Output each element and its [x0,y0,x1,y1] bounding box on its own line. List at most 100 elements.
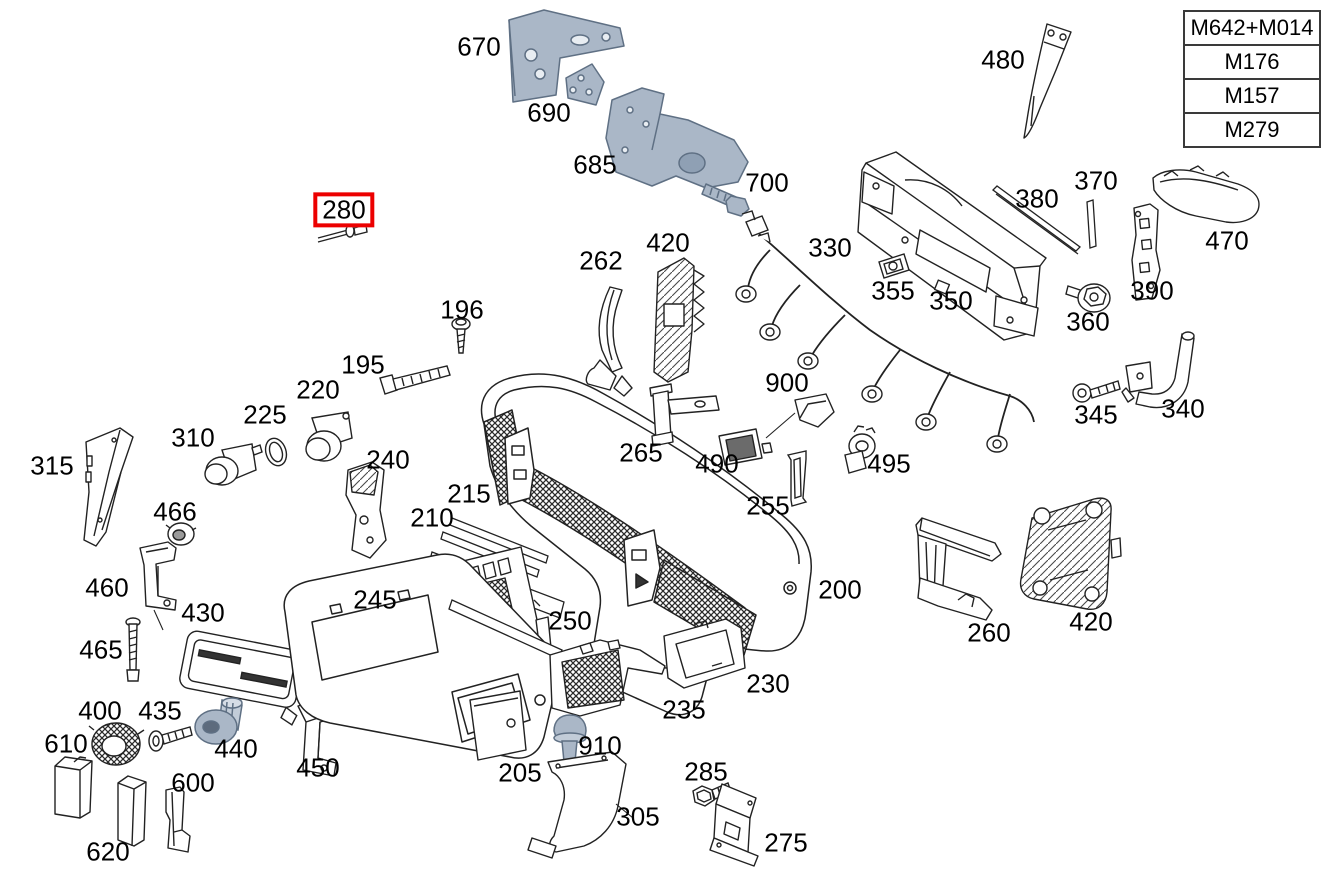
part-label-240[interactable]: 240 [366,444,410,475]
part-label-435[interactable]: 435 [138,695,182,726]
engine-code-M176: M176 [1185,44,1319,78]
part-label-245[interactable]: 245 [353,584,397,615]
part-305-drawing [527,751,634,859]
part-label-465[interactable]: 465 [79,634,123,665]
part-label-275[interactable]: 275 [764,827,808,858]
part-610-drawing [54,756,93,819]
part-label-235[interactable]: 235 [662,694,706,725]
part-255-drawing [786,450,808,507]
part-label-210[interactable]: 210 [410,502,454,533]
part-label-470[interactable]: 470 [1205,225,1249,256]
part-260-drawing [915,517,1002,621]
part-label-370[interactable]: 370 [1074,165,1118,196]
part-label-600[interactable]: 600 [171,767,215,798]
part-label-selected-280[interactable]: 280 [313,192,375,228]
part-label-225[interactable]: 225 [243,399,287,430]
part-235-drawing [549,639,666,717]
part-315-drawing [83,427,134,547]
part-label-360[interactable]: 360 [1066,306,1110,337]
part-330-drawing [735,210,1035,453]
part-label-230[interactable]: 230 [746,668,790,699]
part-380-drawing [992,185,1081,255]
part-label-350[interactable]: 350 [929,285,973,316]
part-420-right-drawing [1019,497,1122,611]
part-label-430[interactable]: 430 [181,597,225,628]
part-495-drawing [844,425,876,474]
part-390-drawing [1131,203,1161,301]
part-label-910[interactable]: 910 [578,730,622,761]
part-196-drawing [451,317,471,354]
part-label-340[interactable]: 340 [1161,393,1205,424]
part-label-220[interactable]: 220 [296,374,340,405]
part-label-196[interactable]: 196 [440,294,484,325]
part-label-305[interactable]: 305 [616,801,660,832]
part-label-330[interactable]: 330 [808,232,852,263]
part-440-drawing [194,697,243,745]
part-685-drawing [605,87,749,189]
part-205-drawing [469,690,527,761]
part-label-670[interactable]: 670 [457,31,501,62]
engine-code-M642+M014: M642+M014 [1190,15,1314,40]
part-355-drawing [878,253,910,279]
part-240-drawing [345,461,387,559]
part-label-466[interactable]: 466 [153,496,197,527]
part-label-200[interactable]: 200 [818,574,862,605]
part-label-420[interactable]: 420 [646,227,690,258]
part-340-drawing [1121,331,1195,409]
part-470-drawing [1152,165,1260,224]
part-label-495[interactable]: 495 [867,448,911,479]
part-262-drawing [585,286,633,397]
part-400-drawing [88,722,145,766]
part-label-260[interactable]: 260 [967,617,1011,648]
part-label-685[interactable]: 685 [573,149,617,180]
part-label-690[interactable]: 690 [527,97,571,128]
part-195-drawing [379,365,451,395]
part-label-355[interactable]: 355 [871,275,915,306]
part-670-drawing [508,9,625,103]
part-360-drawing [1065,283,1111,313]
part-600-drawing [165,786,191,853]
part-label-610[interactable]: 610 [44,728,88,759]
part-label-255[interactable]: 255 [746,490,790,521]
part-label-310[interactable]: 310 [171,422,215,453]
part-label-380[interactable]: 380 [1015,183,1059,214]
part-label-315[interactable]: 315 [30,450,74,481]
part-label-262[interactable]: 262 [579,245,623,276]
part-label-285[interactable]: 285 [684,756,728,787]
engine-code-M157: M157 [1185,78,1319,112]
part-435-drawing [148,726,193,752]
part-465-drawing [125,617,141,682]
part-700-drawing [701,183,750,217]
part-label-390[interactable]: 390 [1130,275,1174,306]
part-230-drawing [663,618,746,689]
part-label-215[interactable]: 215 [447,478,491,509]
part-label-400[interactable]: 400 [78,695,122,726]
part-label-620[interactable]: 620 [86,836,130,867]
part-label-440[interactable]: 440 [214,733,258,764]
part-480-drawing [1023,23,1072,139]
part-490-drawing [718,428,773,466]
part-620-drawing [117,775,147,847]
part-label-250[interactable]: 250 [548,605,592,636]
part-label-490[interactable]: 490 [695,448,739,479]
engine-code-M279: M279 [1185,112,1319,146]
part-label-345[interactable]: 345 [1074,399,1118,430]
part-label-195[interactable]: 195 [341,349,385,380]
part-label-460[interactable]: 460 [85,572,129,603]
part-690-drawing [565,63,605,106]
part-label-265[interactable]: 265 [619,437,663,468]
part-label-900[interactable]: 900 [765,367,809,398]
part-label-480[interactable]: 480 [981,44,1025,75]
part-label-700[interactable]: 700 [745,167,789,198]
part-466-drawing [165,522,197,546]
part-label-420[interactable]: 420 [1069,606,1113,637]
part-label-205[interactable]: 205 [498,757,542,788]
part-220-drawing [305,411,353,462]
part-420-left-drawing [653,257,705,383]
part-label-450[interactable]: 450 [296,752,340,783]
part-225-drawing [264,437,288,467]
part-345-drawing [1072,380,1121,403]
part-265-drawing [649,383,720,447]
